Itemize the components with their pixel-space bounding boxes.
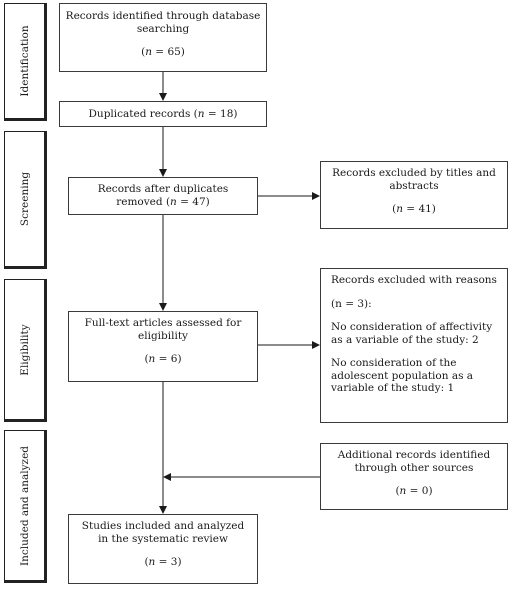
- records-identified-box: Records identified through database sear…: [59, 3, 267, 72]
- records-after-duplicates-line2: removed (n = 47): [116, 195, 210, 208]
- stage-included: Included and analyzed: [4, 430, 47, 583]
- records-identified-line2: searching: [136, 22, 190, 35]
- excluded-reason-affectivity: No consideration of affectivity as a var…: [331, 321, 493, 346]
- records-after-duplicates-line1: Records after duplicates: [97, 183, 229, 195]
- full-text-articles-line1: Full-text articles assessed for: [84, 317, 242, 329]
- studies-included-line1: Studies included and analyzed: [81, 520, 245, 532]
- excluded-reason-adolescent: No consideration of the adolescent popul…: [331, 357, 474, 394]
- duplicated-records-box: Duplicated records (n = 18): [59, 101, 267, 127]
- excluded-by-titles-line2: abstracts: [389, 179, 439, 192]
- excluded-with-reasons-title: Records excluded with reasons: [331, 274, 497, 286]
- full-text-articles-count: (n = 6): [144, 353, 182, 365]
- additional-records-box: Additional records identified through ot…: [320, 443, 508, 510]
- stage-screening: Screening: [4, 131, 47, 269]
- excluded-by-titles-line1: Records excluded by titles and: [332, 167, 496, 179]
- duplicated-records-text: Duplicated records (n = 18): [88, 108, 238, 120]
- additional-records-line1: Additional records identified: [337, 449, 491, 461]
- additional-records-count: (n = 0): [395, 485, 433, 497]
- stage-eligibility: Eligibility: [4, 279, 47, 422]
- records-after-duplicates-box: Records after duplicates removed (n = 47…: [68, 177, 258, 215]
- full-text-articles-box: Full-text articles assessed for eligibil…: [68, 311, 258, 382]
- records-identified-count: (n = 65): [141, 46, 185, 58]
- excluded-with-reasons-count: (n = 3):: [331, 297, 372, 310]
- excluded-by-titles-count: (n = 41): [392, 203, 436, 215]
- stage-identification: Identification: [4, 3, 47, 121]
- excluded-with-reasons-box: Records excluded with reasons (n = 3): N…: [320, 268, 508, 423]
- excluded-by-titles-box: Records excluded by titles and abstracts…: [320, 161, 508, 229]
- additional-records-line2: through other sources: [354, 461, 474, 474]
- studies-included-box: Studies included and analyzed in the sys…: [68, 514, 258, 584]
- full-text-articles-line2: eligibility: [138, 329, 188, 342]
- studies-included-line2: in the systematic review: [98, 532, 228, 545]
- records-identified-line1: Records identified through database: [65, 10, 261, 22]
- studies-included-count: (n = 3): [144, 556, 182, 568]
